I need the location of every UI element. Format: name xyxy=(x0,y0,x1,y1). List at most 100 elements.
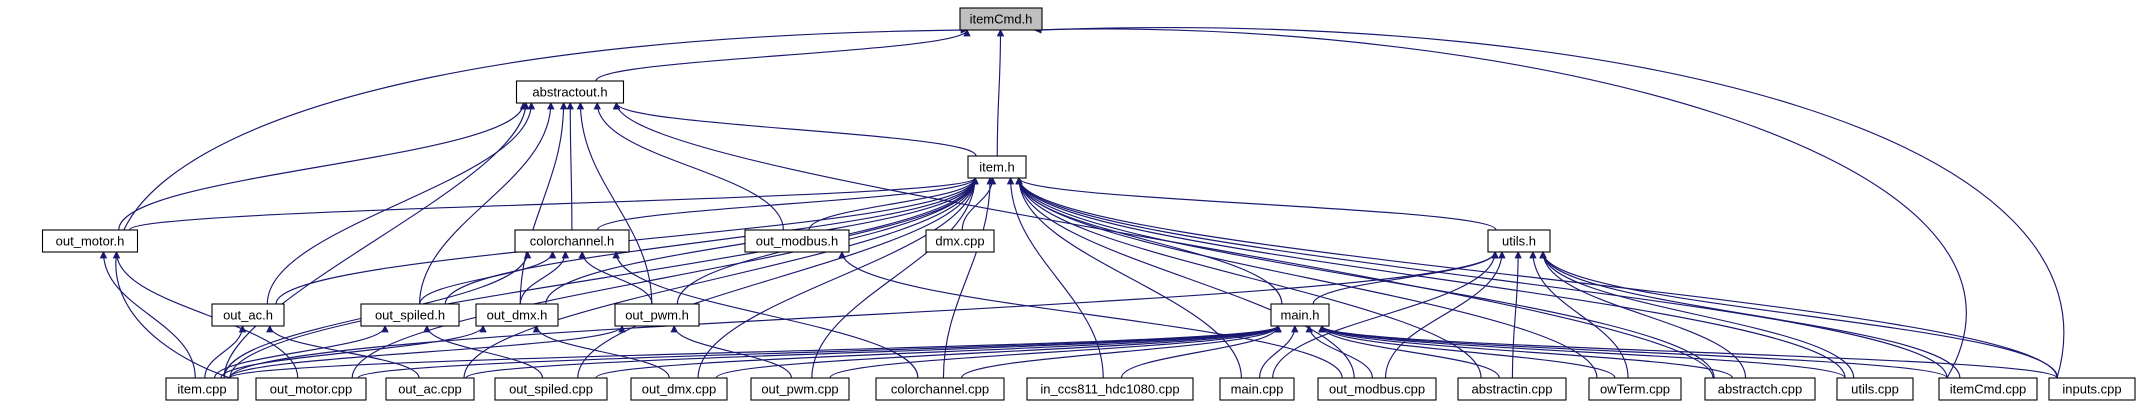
graph-node-colorchannel_cpp[interactable]: colorchannel.cpp xyxy=(875,377,1005,401)
graph-edge-out_pwm_h-colorchannel_h xyxy=(578,250,653,305)
graph-node-abstractin_cpp[interactable]: abstractin.cpp xyxy=(1457,377,1567,401)
graph-node-label: colorchannel.cpp xyxy=(891,382,989,397)
graph-edge-owTerm_cpp-main_h xyxy=(1318,324,1616,379)
graph-edge-item_cpp-utils_h xyxy=(229,250,1499,379)
graph-node-item_cpp[interactable]: item.cpp xyxy=(165,377,239,401)
graph-node-box xyxy=(1938,377,2038,401)
graph-edge-in_ccs811_hdc1080_cpp-main_h xyxy=(1120,324,1282,379)
graph-edge-out_motor_cpp-out_motor_h xyxy=(112,250,299,379)
graph-edge-out_spiled_cpp-out_spiled_h xyxy=(423,324,544,379)
graph-edge-abstractin_cpp-main_h xyxy=(1318,324,1500,379)
graph-edge-colorchannel_cpp-colorchannel_h xyxy=(612,250,919,379)
graph-node-abstractout_h[interactable]: abstractout.h xyxy=(515,80,625,104)
graph-node-utils_h[interactable]: utils.h xyxy=(1487,229,1551,253)
graph-node-itemCmd_cpp[interactable]: itemCmd.cpp xyxy=(1938,377,2038,401)
graph-edge-item_cpp-main_h xyxy=(229,324,1282,379)
graph-node-box xyxy=(630,377,728,401)
graph-node-box xyxy=(925,229,995,253)
graph-edge-item_h-abstractout_h xyxy=(612,101,977,157)
graph-node-label: out_pwm.cpp xyxy=(761,382,838,397)
graph-node-out_pwm_h[interactable]: out_pwm.h xyxy=(614,303,700,327)
graph-node-out_ac_cpp[interactable]: out_ac.cpp xyxy=(385,377,475,401)
graph-node-label: out_dmx.cpp xyxy=(642,382,716,397)
graph-node-out_motor_h[interactable]: out_motor.h xyxy=(41,229,139,253)
graph-edge-utils_h-item_h xyxy=(1015,176,1497,231)
graph-node-box xyxy=(875,377,1005,401)
graph-edge-out_spiled_cpp-main_h xyxy=(595,324,1282,379)
graph-node-out_spiled_h[interactable]: out_spiled.h xyxy=(360,303,460,327)
graph-node-box xyxy=(1219,377,1295,401)
graph-edge-out_dmx_cpp-item_h xyxy=(697,176,979,379)
graph-edge-itemCmd_cpp-item_h xyxy=(1015,176,1948,379)
graph-edge-out_spiled_h-colorchannel_h xyxy=(419,250,557,305)
graph-node-out_motor_cpp[interactable]: out_motor.cpp xyxy=(255,377,367,401)
graph-edge-out_dmx_cpp-main_h xyxy=(715,324,1282,379)
graph-node-colorchannel_h[interactable]: colorchannel.h xyxy=(514,229,630,253)
graph-node-item_h[interactable]: item.h xyxy=(967,155,1027,179)
graph-node-box xyxy=(1704,377,1816,401)
graph-node-out_modbus_cpp[interactable]: out_modbus.cpp xyxy=(1317,377,1437,401)
graph-edge-out_ac_h-abstractout_h xyxy=(266,101,536,305)
graph-node-box xyxy=(1487,229,1551,253)
graph-node-box xyxy=(165,377,239,401)
graph-node-in_ccs811_hdc1080_cpp[interactable]: in_ccs811_hdc1080.cpp xyxy=(1026,377,1194,401)
graph-node-label: out_spiled.cpp xyxy=(509,382,593,397)
graph-edge-out_modbus_h-item_h xyxy=(808,176,979,231)
graph-node-itemCmd_h[interactable]: itemCmd.h xyxy=(959,7,1043,31)
graph-node-label: out_dmx.h xyxy=(487,308,548,323)
graph-edge-out_modbus_h-abstractout_h xyxy=(593,101,784,231)
graph-node-abstractch_cpp[interactable]: abstractch.cpp xyxy=(1704,377,1816,401)
graph-node-main_h[interactable]: main.h xyxy=(1270,303,1330,327)
graph-edge-item_cpp-out_ac_h xyxy=(204,324,247,379)
graph-node-box xyxy=(255,377,367,401)
graph-edge-out_motor_h-abstractout_h xyxy=(118,101,528,231)
graph-node-box xyxy=(1588,377,1682,401)
graph-node-box xyxy=(967,155,1027,179)
graph-node-label: main.h xyxy=(1280,308,1319,323)
graph-edge-itemCmd_cpp-main_h xyxy=(1318,324,1948,379)
graph-edge-out_modbus_cpp-main_h xyxy=(1305,324,1373,379)
graph-edge-owTerm_cpp-utils_h xyxy=(1529,250,1629,379)
graph-node-out_modbus_h[interactable]: out_modbus.h xyxy=(744,229,850,253)
graph-node-label: dmx.cpp xyxy=(935,234,984,249)
graph-edge-item_cpp-out_motor_h xyxy=(99,250,196,379)
graph-node-dmx_cpp[interactable]: dmx.cpp xyxy=(925,229,995,253)
graph-node-label: abstractout.h xyxy=(532,85,607,100)
graph-node-box xyxy=(41,229,139,253)
graph-node-owTerm_cpp[interactable]: owTerm.cpp xyxy=(1588,377,1682,401)
graph-node-out_spiled_cpp[interactable]: out_spiled.cpp xyxy=(494,377,608,401)
graph-node-inputs_cpp[interactable]: inputs.cpp xyxy=(2048,377,2136,401)
graph-edge-item_cpp-out_dmx_h xyxy=(220,324,487,379)
graph-node-out_ac_h[interactable]: out_ac.h xyxy=(211,303,285,327)
graph-node-box xyxy=(750,377,850,401)
graph-edge-main_cpp-main_h xyxy=(1259,324,1299,379)
graph-edge-out_ac_cpp-main_h xyxy=(465,324,1282,379)
graph-edge-out_pwm_cpp-main_h xyxy=(829,324,1282,379)
graph-node-box xyxy=(494,377,608,401)
graph-node-label: out_modbus.h xyxy=(756,234,838,249)
graph-edge-inputs_cpp-itemCmd_h xyxy=(1033,26,2065,379)
graph-edge-out_pwm_cpp-out_pwm_h xyxy=(670,324,792,379)
graph-edge-out_modbus_cpp-item_h xyxy=(1015,176,1355,379)
graph-edge-abstractch_cpp-main_h xyxy=(1318,324,1733,379)
graph-node-out_dmx_cpp[interactable]: out_dmx.cpp xyxy=(630,377,728,401)
graph-node-label: out_ac.h xyxy=(223,308,273,323)
graph-node-box xyxy=(514,229,630,253)
graph-edge-abstractch_cpp-item_h xyxy=(1015,176,1715,379)
graph-edge-main_h-utils_h xyxy=(1312,250,1499,305)
graph-node-label: out_modbus.cpp xyxy=(1329,382,1425,397)
graph-node-label: out_ac.cpp xyxy=(398,382,462,397)
graph-edge-colorchannel_cpp-item_h xyxy=(942,176,994,379)
graph-edge-out_spiled_h-item_h xyxy=(444,176,979,305)
graph-node-out_dmx_h[interactable]: out_dmx.h xyxy=(475,303,559,327)
graph-node-utils_cpp[interactable]: utils.cpp xyxy=(1836,377,1914,401)
graph-node-box xyxy=(744,229,850,253)
graph-node-main_cpp[interactable]: main.cpp xyxy=(1219,377,1295,401)
graph-node-label: out_pwm.h xyxy=(625,308,689,323)
graph-edge-owTerm_cpp-item_h xyxy=(1015,176,1598,379)
graph-node-box xyxy=(1457,377,1567,401)
graph-node-label: out_spiled.h xyxy=(375,308,445,323)
graph-node-out_pwm_cpp[interactable]: out_pwm.cpp xyxy=(750,377,850,401)
graph-edge-out_pwm_h-abstractout_h xyxy=(576,101,653,305)
